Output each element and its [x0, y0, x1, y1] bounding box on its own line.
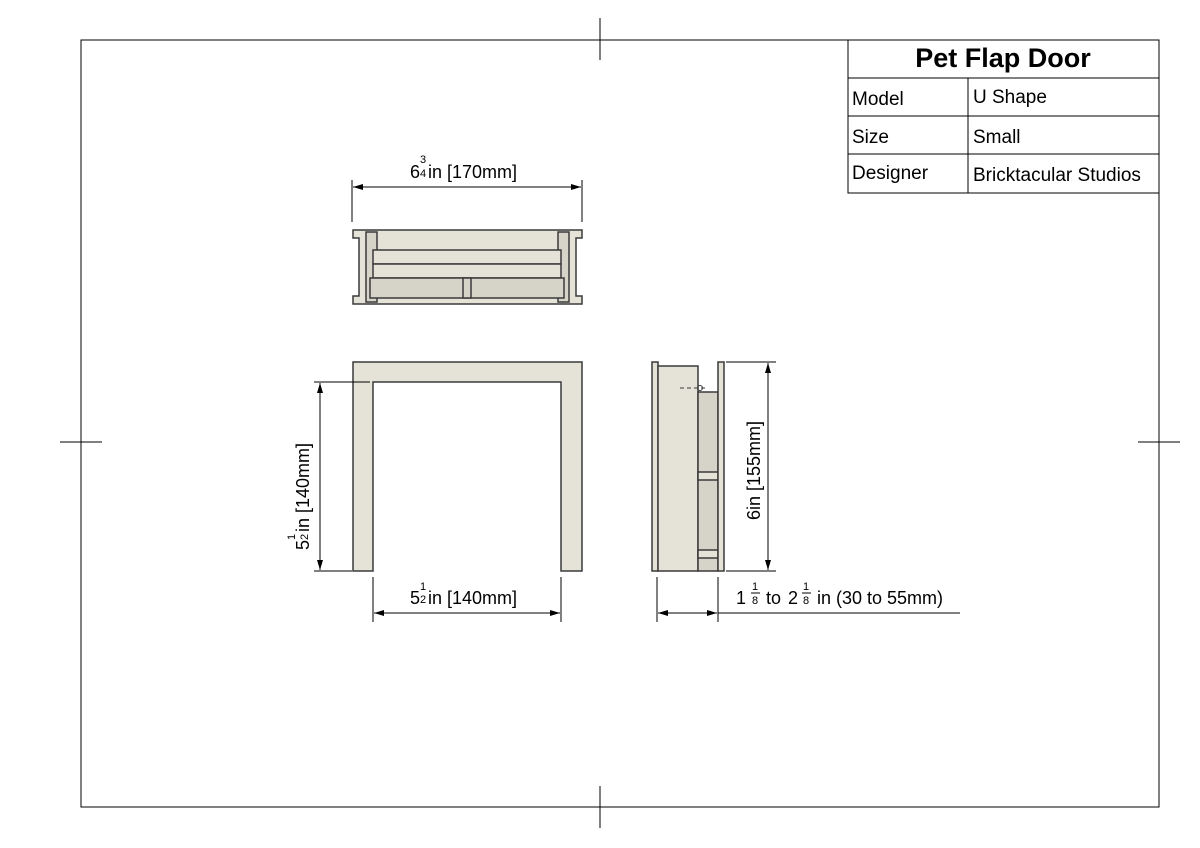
front-height-rest: in [140mm] — [293, 443, 313, 532]
depth-a-num: 1 — [752, 581, 758, 593]
top-view-rail-2 — [372, 263, 562, 279]
front-view: 5 1 2 in [140mm] 5 1 2 in [140mm] — [286, 361, 583, 622]
depth-b-den: 8 — [803, 595, 809, 607]
side-view-rib-2 — [697, 549, 719, 559]
side-view-body — [657, 365, 699, 572]
side-view-insert — [697, 391, 719, 572]
size-label: Size — [852, 127, 889, 148]
side-view: 6in [155mm] 1 1 8 to 2 1 8 in (30 to 55m… — [651, 361, 960, 622]
side-view-pivot — [697, 385, 703, 391]
model-value: U Shape — [973, 87, 1047, 108]
side-view-back-plate — [651, 361, 659, 572]
top-width-num: 3 — [420, 154, 426, 166]
sheet-border — [80, 39, 1160, 808]
front-width-whole: 5 — [410, 588, 420, 608]
top-view-rail-1 — [372, 249, 562, 265]
front-height-den: 2 — [299, 534, 311, 540]
side-height-label: 6in [155mm] — [744, 421, 764, 520]
top-width-rest: in [170mm] — [428, 162, 517, 182]
depth-b-num: 1 — [803, 581, 809, 593]
top-width-whole: 6 — [410, 162, 420, 182]
front-width-rest: in [140mm] — [428, 588, 517, 608]
depth-mid: to — [766, 588, 781, 608]
front-view-frame — [352, 361, 583, 572]
depth-a-whole: 1 — [736, 588, 746, 608]
front-height-whole: 5 — [293, 540, 313, 550]
designer-label: Designer — [852, 163, 929, 184]
depth-b-whole: 2 — [788, 588, 798, 608]
model-label: Model — [852, 89, 904, 110]
side-view-front-plate — [717, 361, 725, 572]
side-view-rib-1 — [697, 471, 719, 481]
top-view: 6 3 4 in [170mm] — [351, 154, 583, 305]
front-width-den: 2 — [420, 594, 426, 606]
top-width-den: 4 — [420, 168, 426, 180]
drawing-title: Pet Flap Door — [915, 43, 1091, 73]
center-marks — [60, 18, 1180, 828]
top-view-divider — [462, 277, 472, 299]
size-value: Small — [973, 127, 1021, 148]
front-height-num: 1 — [286, 534, 298, 540]
title-block: Pet Flap Door Model U Shape Size Small D… — [847, 39, 1160, 194]
depth-rest: in (30 to 55mm) — [817, 588, 943, 608]
front-width-num: 1 — [420, 581, 426, 593]
designer-value: Bricktacular Studios — [973, 165, 1141, 186]
depth-a-den: 8 — [752, 595, 758, 607]
